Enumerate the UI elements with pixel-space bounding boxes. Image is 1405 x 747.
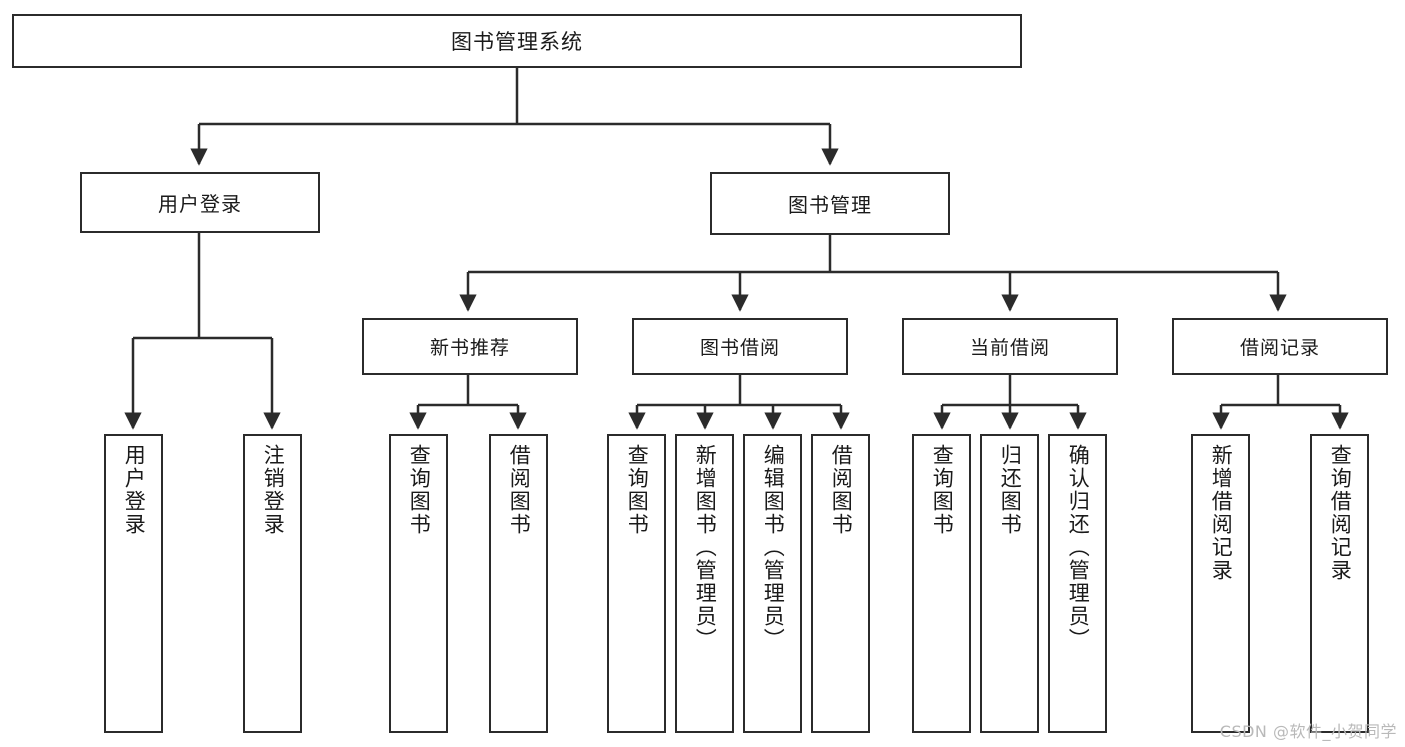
leaf-new-book-borrow[interactable]: 借阅图书 bbox=[489, 434, 548, 733]
node-user-login[interactable]: 用户登录 bbox=[80, 172, 320, 233]
node-new-book-recommend[interactable]: 新书推荐 bbox=[362, 318, 578, 375]
node-label: 当前借阅 bbox=[969, 337, 1050, 359]
leaf-borrow-query-book[interactable]: 查询图书 bbox=[607, 434, 666, 733]
leaf-current-confirm-return-admin[interactable]: 确认归还（管理员） bbox=[1048, 434, 1107, 733]
node-label: 借阅记录 bbox=[1239, 337, 1320, 359]
leaf-record-query-record[interactable]: 查询借阅记录 bbox=[1310, 434, 1369, 733]
watermark-text: CSDN @软件_小贺同学 bbox=[1219, 722, 1397, 741]
leaf-label: 查询借阅记录 bbox=[1328, 444, 1353, 582]
node-label: 图书管理 bbox=[788, 193, 872, 217]
node-book-management[interactable]: 图书管理 bbox=[710, 172, 950, 235]
node-label: 新书推荐 bbox=[429, 337, 510, 359]
leaf-label: 用户登录 bbox=[122, 444, 147, 536]
leaf-label: 确认归还（管理员） bbox=[1066, 444, 1091, 651]
node-label: 图书管理系统 bbox=[451, 30, 583, 54]
leaf-label: 查询图书 bbox=[625, 444, 650, 536]
leaf-user-login-login[interactable]: 用户登录 bbox=[104, 434, 163, 733]
leaf-borrow-add-book-admin[interactable]: 新增图书（管理员） bbox=[675, 434, 734, 733]
leaf-borrow-borrow-book[interactable]: 借阅图书 bbox=[811, 434, 870, 733]
node-label: 图书借阅 bbox=[699, 337, 780, 359]
leaf-label: 新增图书（管理员） bbox=[693, 444, 718, 651]
leaf-label: 查询图书 bbox=[930, 444, 955, 536]
leaf-current-query-book[interactable]: 查询图书 bbox=[912, 434, 971, 733]
leaf-label: 归还图书 bbox=[998, 444, 1023, 536]
node-current-borrow[interactable]: 当前借阅 bbox=[902, 318, 1118, 375]
leaf-current-return-book[interactable]: 归还图书 bbox=[980, 434, 1039, 733]
node-borrow-record[interactable]: 借阅记录 bbox=[1172, 318, 1388, 375]
leaf-new-book-query[interactable]: 查询图书 bbox=[389, 434, 448, 733]
leaf-label: 注销登录 bbox=[261, 444, 286, 536]
node-root-system[interactable]: 图书管理系统 bbox=[12, 14, 1022, 68]
leaf-borrow-edit-book-admin[interactable]: 编辑图书（管理员） bbox=[743, 434, 802, 733]
leaf-label: 编辑图书（管理员） bbox=[761, 444, 786, 651]
leaf-label: 新增借阅记录 bbox=[1209, 444, 1234, 582]
node-label: 用户登录 bbox=[158, 192, 242, 216]
leaf-label: 查询图书 bbox=[407, 444, 432, 536]
node-book-borrow[interactable]: 图书借阅 bbox=[632, 318, 848, 375]
leaf-label: 借阅图书 bbox=[507, 444, 532, 536]
leaf-label: 借阅图书 bbox=[829, 444, 854, 536]
leaf-user-login-logout[interactable]: 注销登录 bbox=[243, 434, 302, 733]
leaf-record-add-record[interactable]: 新增借阅记录 bbox=[1191, 434, 1250, 733]
